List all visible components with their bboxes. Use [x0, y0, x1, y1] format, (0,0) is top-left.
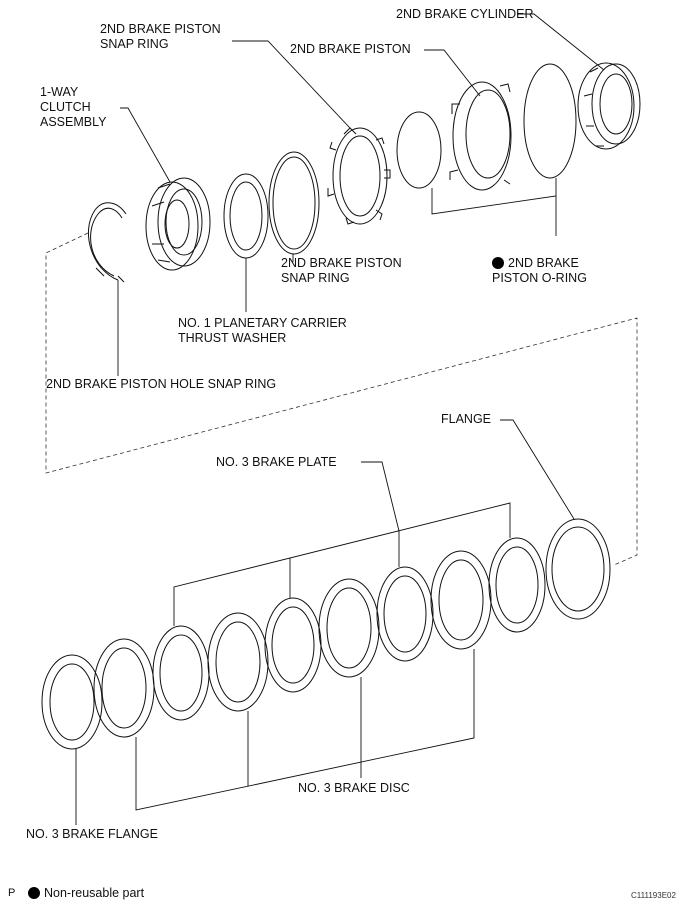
label-hole-snap-ring: 2ND BRAKE PISTON HOLE SNAP RING: [46, 377, 277, 391]
one-way-clutch-part: [145, 177, 211, 271]
brake-disc-1-part: [93, 638, 155, 738]
non-reusable-legend-icon: [28, 887, 40, 899]
figure-code: C111193E02: [631, 891, 676, 900]
label-brake-plate: NO. 3 BRAKE PLATE: [216, 455, 337, 469]
o-ring-small-part: [396, 111, 442, 189]
label-brake-cylinder: 2ND BRAKE CYLINDER: [396, 7, 534, 21]
label-piston-snap-ring-mid: 2ND BRAKE PISTON SNAP RING: [281, 256, 402, 285]
legend-non-reusable: Non-reusable part: [28, 871, 144, 901]
label-piston-snap-ring-top: 2ND BRAKE PISTON SNAP RING: [100, 22, 221, 51]
clutch-pack: [41, 518, 611, 750]
piston-snap-ring-mid-part: [268, 151, 320, 255]
label-flange: FLANGE: [441, 412, 492, 426]
label-one-way-clutch: 1-WAY CLUTCH ASSEMBLY: [40, 85, 107, 129]
brake-plate-4-part: [488, 537, 546, 633]
brake-plate-3-part: [376, 566, 434, 662]
label-o-ring-text: 2ND BRAKE PISTON O-RING: [492, 256, 587, 285]
brake-cylinder-part: [577, 62, 641, 150]
alignment-dashed-line: [45, 232, 638, 566]
no3-brake-flange-part: [41, 654, 103, 750]
brake-cylinder-leader: [517, 13, 605, 71]
brake-disc-2-part: [207, 612, 269, 712]
brake-plate-bracket: [173, 461, 511, 626]
brake-plate-1-part: [152, 625, 210, 721]
o-ring-large-part: [523, 63, 577, 179]
piston-snap-ring-top-part: [327, 127, 391, 225]
brake-piston-part: [449, 81, 512, 191]
label-thrust-washer: NO. 1 PLANETARY CARRIER THRUST WASHER: [178, 316, 347, 345]
o-ring-bracket: [431, 178, 557, 215]
non-reusable-marker-icon: [492, 257, 504, 269]
flange-leader: [500, 419, 575, 520]
label-brake-flange: NO. 3 BRAKE FLANGE: [26, 827, 158, 841]
hole-snap-ring-part: [87, 202, 127, 283]
piston-leader: [424, 49, 481, 97]
brake-plate-2-part: [264, 597, 322, 693]
corner-left-mark: P: [8, 887, 16, 899]
one-way-clutch-leader: [120, 107, 171, 183]
label-piston: 2ND BRAKE PISTON: [290, 42, 411, 56]
brake-disc-bracket: [135, 649, 475, 811]
label-brake-disc: NO. 3 BRAKE DISC: [298, 781, 410, 795]
brake-disc-3-part: [318, 578, 380, 678]
label-o-ring: 2ND BRAKE PISTON O-RING: [492, 241, 587, 286]
brake-disc-4-part: [430, 550, 492, 650]
piston-snap-ring-top-leader: [232, 40, 351, 129]
flange-part: [545, 518, 611, 620]
legend-non-reusable-text: Non-reusable part: [44, 886, 145, 900]
thrust-washer-part: [223, 173, 269, 259]
